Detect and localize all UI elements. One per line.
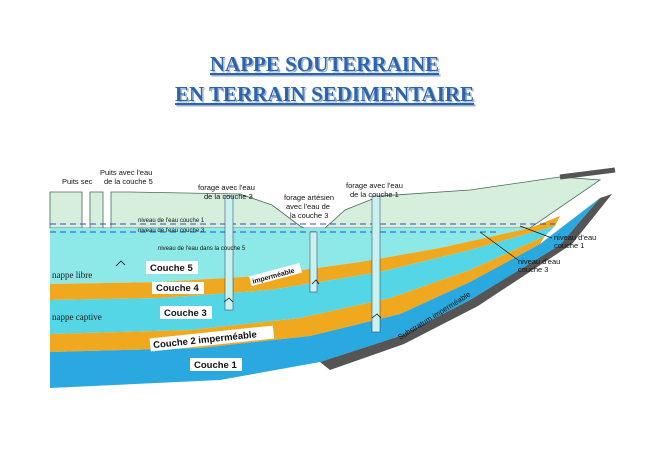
pointer-niveau-3 (479, 231, 519, 261)
couche4-label-box (152, 282, 204, 294)
nappe-libre-label: nappe libre (52, 270, 92, 280)
couche5-label: Couche 5 (150, 263, 193, 274)
forage-couche-3 (224, 195, 234, 311)
right-niveau1-label-1: niveau d'eau (554, 233, 596, 242)
surface-layer (49, 176, 602, 249)
artesien-label-2: avec l'eau de (286, 202, 330, 211)
couche-4-layer (50, 216, 560, 300)
level-mark-forage-1 (371, 313, 382, 319)
couche5-label-box (146, 261, 198, 274)
artesien-label-3: la couche 3 (290, 211, 328, 220)
puits-couche5-label-1: Puits avec l'eau (100, 168, 152, 177)
right-niveau3-label-1: niveau d'eau (518, 257, 560, 266)
pointer-niveau-1 (519, 225, 553, 239)
couche1-label: Couche 1 (194, 360, 237, 371)
puits-couche5-label-2: de la couche 5 (104, 177, 153, 186)
couche4-label: Couche 4 (156, 283, 199, 294)
niveau-c5-label: niveau de l'eau dans la couche 5 (158, 246, 246, 252)
couche3-label-box (160, 306, 212, 319)
impermeable-label-box (249, 263, 302, 287)
forage3-label-2: de la couche 3 (204, 192, 253, 201)
couche1-label-box (190, 358, 242, 371)
forage1-label-2: de la couche 1 (350, 190, 399, 199)
forage-artesien (309, 231, 318, 293)
artesien-label-1: forage artésien (284, 193, 334, 202)
surface-edge (559, 167, 616, 180)
niveau-c1-label: niveau de l'eau couche 1 (138, 218, 205, 224)
puits-sec-label: Puits sec (62, 177, 93, 186)
right-niveau3-label-2: couche 3 (518, 265, 548, 274)
forage3-label-1: forage avec l'eau (198, 183, 255, 192)
level-mark-artesien (311, 279, 320, 285)
couche-2-layer (50, 236, 545, 352)
forage-couche-1 (371, 195, 381, 333)
niveau-c3-label: niveau de l'eau couche 3 (138, 228, 205, 234)
level-mark-forage-3 (223, 297, 234, 303)
title-line-2: EN TERRAIN SEDIMENTAIRE (174, 82, 475, 106)
nappe-captive-label: nappe captive (52, 312, 102, 322)
couche3-label: Couche 3 (164, 308, 207, 319)
forage1-label-1: forage avec l'eau (346, 181, 403, 190)
couche2-label-box (149, 325, 275, 352)
couche-1-layer (50, 198, 600, 388)
title-line-1: NAPPE SOUTERRAINE (209, 52, 440, 76)
right-niveau1-label-2: couche 1 (554, 241, 584, 250)
level-mark-couche-5 (115, 260, 126, 267)
